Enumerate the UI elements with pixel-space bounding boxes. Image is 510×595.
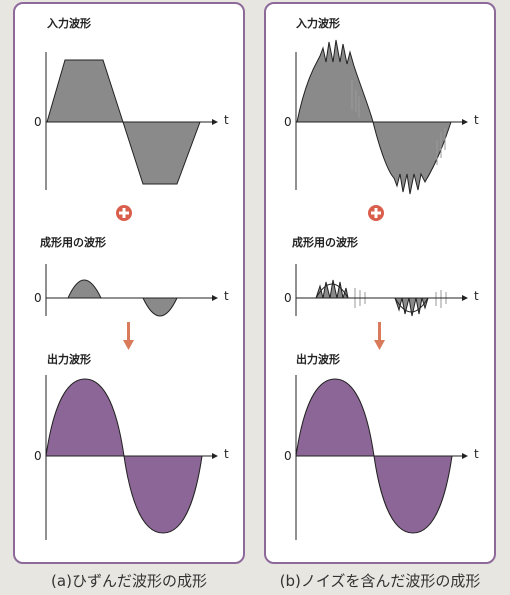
input-waveform-label-a: 入力波形 <box>47 16 91 30</box>
time-axis-label: t <box>474 289 479 303</box>
shaping-waveform-a <box>67 279 178 317</box>
shaping-waveform-label-a: 成形用の波形 <box>40 235 106 249</box>
input-waveform-b <box>296 39 452 195</box>
origin-label: 0 <box>34 291 42 305</box>
axis-output-a <box>45 375 218 540</box>
shaping-waveform-b <box>315 279 447 317</box>
arrow-down-icon <box>374 322 385 350</box>
origin-label: 0 <box>284 291 292 305</box>
output-waveform-label-a: 出力波形 <box>47 352 91 366</box>
time-axis-label: t <box>224 113 229 127</box>
origin-label: 0 <box>284 115 292 129</box>
shaping-waveform-label-b: 成形用の波形 <box>292 235 358 249</box>
time-axis-label: t <box>474 113 479 127</box>
time-axis-label: t <box>474 447 479 461</box>
time-axis-label: t <box>224 289 229 303</box>
origin-label: 0 <box>34 115 42 129</box>
axis-output-b <box>295 375 468 540</box>
origin-label: 0 <box>34 449 42 463</box>
plus-circle-icon <box>116 205 132 221</box>
axis-input-b <box>295 52 468 190</box>
axis-shaping-a <box>45 264 218 316</box>
plus-circle-icon <box>368 205 384 221</box>
axis-input-a <box>45 52 218 190</box>
arrow-down-icon <box>123 322 134 350</box>
output-waveform-label-b: 出力波形 <box>296 352 340 366</box>
caption-noisy: (b)ノイズを含んだ波形の成形 <box>279 572 481 590</box>
waveform-diagram: 入力波形 0 t 成形用の波形 0 t 出力波形 0 t 入力波形 <box>34 16 479 540</box>
time-axis-label: t <box>224 447 229 461</box>
caption-distorted: (a)ひずんだ波形の成形 <box>51 572 207 590</box>
input-waveform-label-b: 入力波形 <box>296 16 340 30</box>
axis-shaping-b <box>295 264 468 316</box>
origin-label: 0 <box>284 449 292 463</box>
